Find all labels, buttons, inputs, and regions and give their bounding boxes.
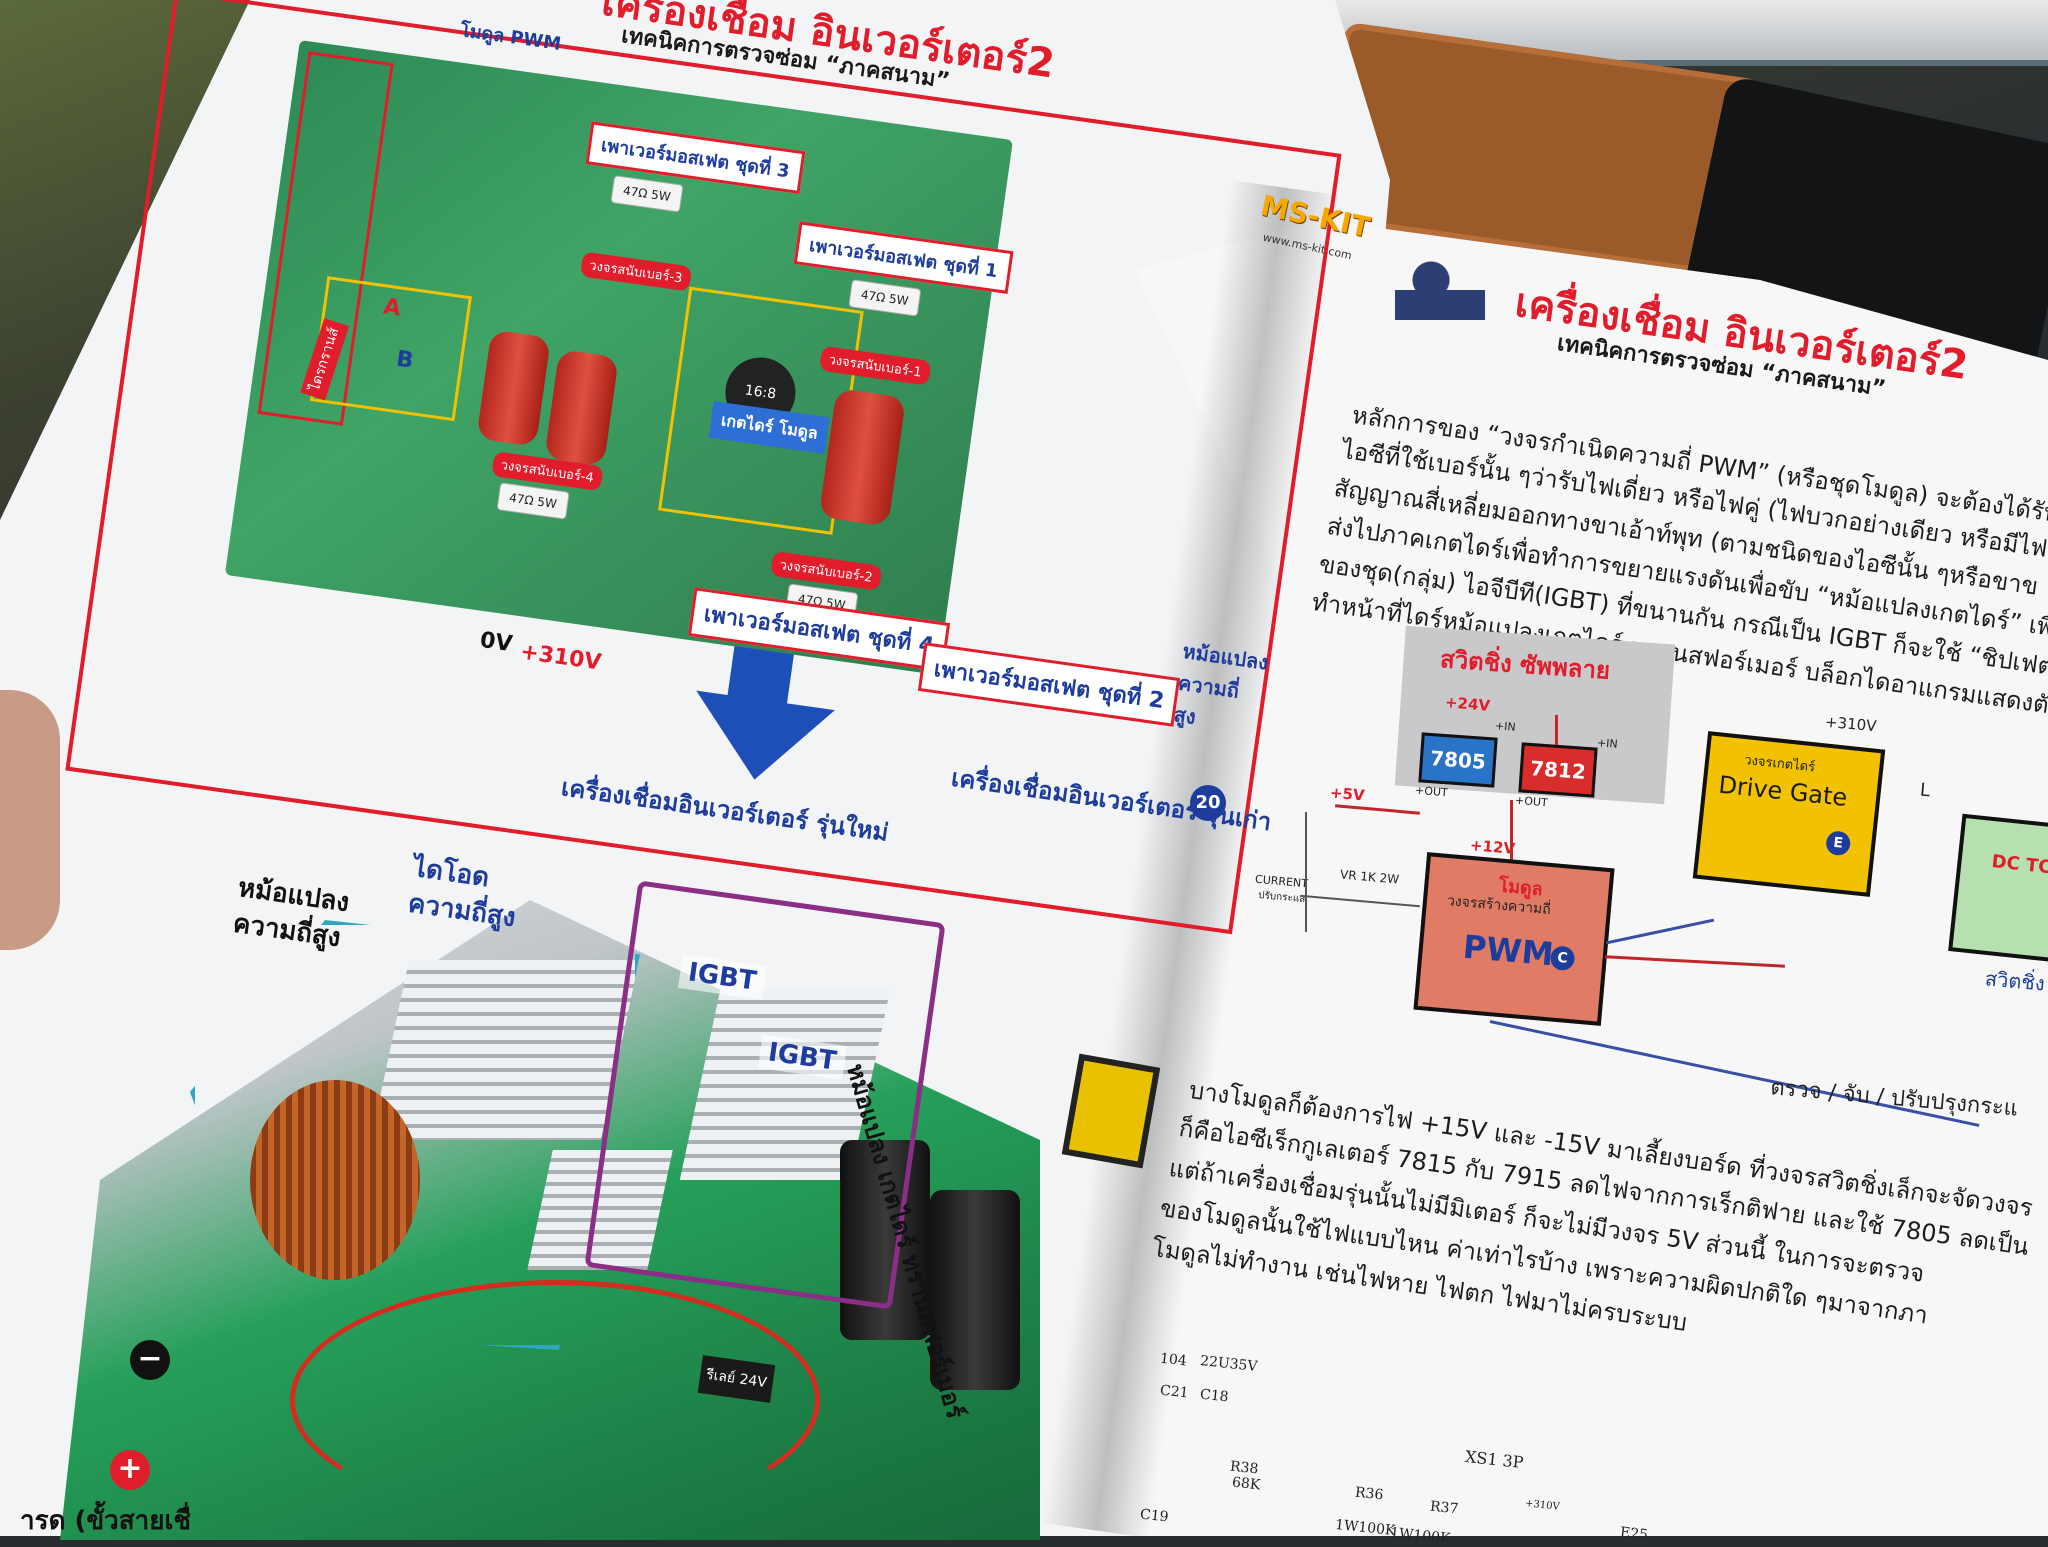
copper-coil-inductor bbox=[250, 1080, 420, 1280]
badge-c: C bbox=[1549, 945, 1576, 972]
out-label-7812: +OUT bbox=[1514, 793, 1549, 810]
page-number-badge: 20 bbox=[1190, 785, 1226, 821]
sch-r36: R36 bbox=[1354, 1484, 1385, 1504]
v310-label: +310V bbox=[1824, 712, 1878, 736]
minus-terminal-badge: − bbox=[130, 1340, 170, 1380]
dc-block: DC TC bbox=[1948, 813, 2048, 965]
wire-24v bbox=[1555, 715, 1558, 745]
sch-c21: C21 bbox=[1159, 1382, 1190, 1402]
terminal-caption: ารด (ขั้วสายเชื่ bbox=[20, 1506, 191, 1536]
chip-7805: 7805 bbox=[1418, 732, 1498, 788]
feedback-label: ตรวจ / จับ / ปรับปรุงกระแ bbox=[1769, 1075, 2019, 1122]
in-label-7812: +IN bbox=[1596, 736, 1619, 751]
sch-r37: R37 bbox=[1429, 1498, 1460, 1518]
thumb-holding-book bbox=[0, 690, 60, 950]
sch-v310: +310V bbox=[1524, 1498, 1561, 1513]
sch-22u: 22U35V bbox=[1199, 1353, 1259, 1375]
electrolytic-capacitor-1 bbox=[840, 1140, 930, 1340]
current-sub-label: ปรับกระแส bbox=[1257, 889, 1306, 906]
v12-label: +12V bbox=[1469, 836, 1516, 858]
wire-12v bbox=[1510, 800, 1513, 860]
drive-gate-label: Drive Gate bbox=[1717, 770, 1849, 812]
sch-e25: E25 bbox=[1619, 1524, 1649, 1544]
pwm-block: โมดูล วงจรสร้างความถี่ PWM C bbox=[1413, 852, 1615, 1026]
v5-label: +5V bbox=[1329, 783, 1366, 805]
drive-gate-block: วงจรเกตไดร์ Drive Gate E bbox=[1692, 731, 1886, 897]
out-label-7805: +OUT bbox=[1414, 783, 1449, 800]
wire-current bbox=[1300, 894, 1420, 908]
switching-short-label: สวิตชิ่ง bbox=[1984, 966, 2046, 996]
dc-label: DC TC bbox=[1990, 851, 2048, 879]
coil-l-label: L bbox=[1919, 779, 1931, 802]
sch-c19: C19 bbox=[1139, 1506, 1170, 1526]
plus-terminal-badge: + bbox=[110, 1450, 150, 1490]
wire-pwm-to-gate-red bbox=[1605, 955, 1785, 968]
sch-104: 104 bbox=[1159, 1350, 1188, 1370]
v24-label: +24V bbox=[1444, 693, 1491, 715]
wire-pwm-to-gate-blue bbox=[1605, 918, 1715, 945]
in-label-7805: +IN bbox=[1494, 719, 1517, 734]
badge-e: E bbox=[1825, 830, 1852, 857]
electrolytic-capacitor-2 bbox=[930, 1190, 1020, 1390]
wire-vr-vertical bbox=[1305, 812, 1307, 932]
sch-xs1: XS1 3P bbox=[1464, 1446, 1525, 1473]
sch-r38-value: 68K bbox=[1231, 1474, 1262, 1494]
sch-c18: C18 bbox=[1199, 1386, 1230, 1406]
wire-5v bbox=[1335, 804, 1420, 815]
red-wire-loop bbox=[290, 1280, 820, 1520]
vr-label: VR 1K 2W bbox=[1339, 867, 1400, 887]
chip-7812: 7812 bbox=[1518, 742, 1598, 798]
pwm-label: PWM bbox=[1461, 927, 1556, 974]
bottom-schematic: 104 22U35V C21 C18 R38 68K R36 R37 1W100… bbox=[1130, 1340, 2048, 1547]
welder-icon bbox=[1395, 250, 1485, 350]
